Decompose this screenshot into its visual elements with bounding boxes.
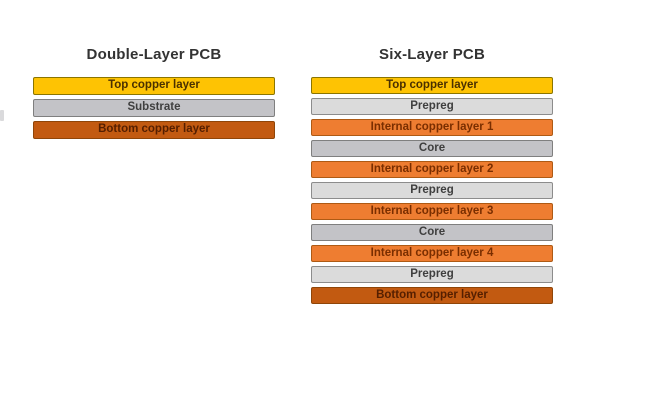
layer-prepreg-3: Prepreg <box>311 266 553 283</box>
layer-core-2: Core <box>311 224 553 241</box>
layer-bottom-copper: Bottom copper layer <box>311 287 553 304</box>
layer-prepreg-2: Prepreg <box>311 182 553 199</box>
six-layer-title: Six-Layer PCB <box>379 46 485 63</box>
layer-substrate: Substrate <box>33 99 275 117</box>
layer-bottom-copper: Bottom copper layer <box>33 121 275 139</box>
layer-top-copper: Top copper layer <box>33 77 275 95</box>
layer-internal-copper-2: Internal copper layer 2 <box>311 161 553 178</box>
double-layer-stack: Top copper layer Substrate Bottom copper… <box>33 77 275 139</box>
layer-top-copper: Top copper layer <box>311 77 553 94</box>
double-layer-title: Double-Layer PCB <box>86 46 222 63</box>
left-edge-artifact <box>0 110 4 121</box>
six-layer-stack: Top copper layer Prepreg Internal copper… <box>311 77 553 304</box>
layer-internal-copper-3: Internal copper layer 3 <box>311 203 553 220</box>
layer-core-1: Core <box>311 140 553 157</box>
layer-internal-copper-1: Internal copper layer 1 <box>311 119 553 136</box>
six-layer-panel: Six-Layer PCB Top copper layer Prepreg I… <box>311 46 553 304</box>
double-layer-panel: Double-Layer PCB Top copper layer Substr… <box>33 46 275 139</box>
layer-internal-copper-4: Internal copper layer 4 <box>311 245 553 262</box>
layer-prepreg-1: Prepreg <box>311 98 553 115</box>
